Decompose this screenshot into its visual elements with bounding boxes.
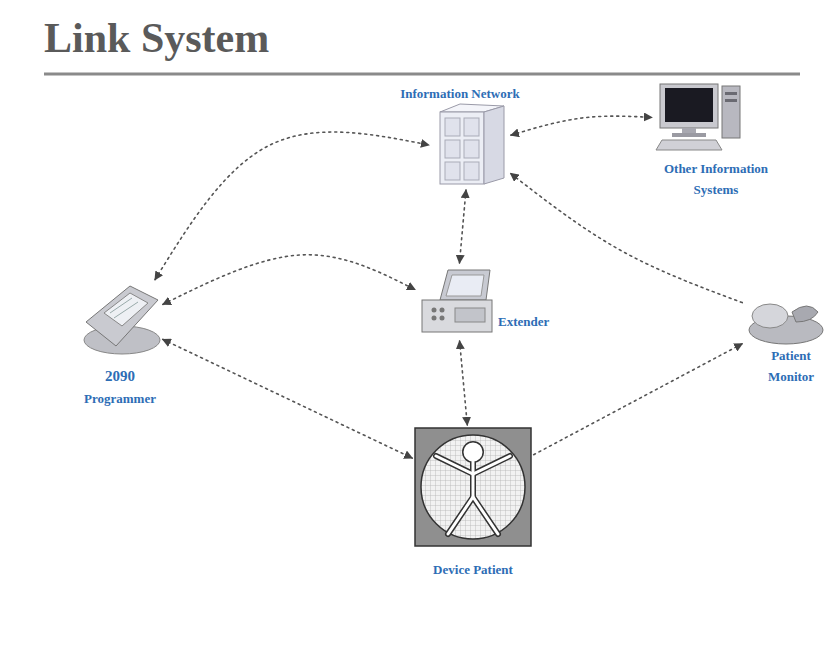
device-node: Device Patient (415, 428, 531, 546)
link-connector (460, 341, 468, 425)
device-node: Other Information Systems (655, 82, 743, 152)
link-connector (511, 116, 652, 135)
link-connector (163, 255, 415, 305)
device-node: Patient Monitor (745, 298, 825, 344)
node-label: Information Network (385, 83, 535, 104)
link-connector (534, 344, 743, 455)
node-label: Extender (498, 311, 578, 332)
node-label: Patient Monitor (758, 345, 824, 387)
node-label: Device Patient (400, 559, 546, 580)
patient-monitor-icon (749, 304, 823, 344)
node-label: Other Information Systems (658, 158, 774, 200)
link-connector (155, 132, 429, 280)
device-node: Extender (418, 266, 494, 338)
diagram-title: Link System (44, 14, 269, 62)
patient-figure-icon (415, 428, 531, 546)
extender-icon (422, 270, 492, 332)
computer-icon (656, 84, 740, 150)
programmer-icon (84, 286, 160, 354)
server-icon (440, 104, 504, 184)
node-label: 2090 (75, 366, 165, 387)
title-rule (44, 73, 800, 76)
device-node: 2090Programmer (82, 282, 160, 357)
device-node: Information Network (432, 103, 508, 187)
node-label: Programmer (65, 388, 175, 409)
link-connector (163, 339, 413, 458)
link-connector (459, 190, 466, 263)
